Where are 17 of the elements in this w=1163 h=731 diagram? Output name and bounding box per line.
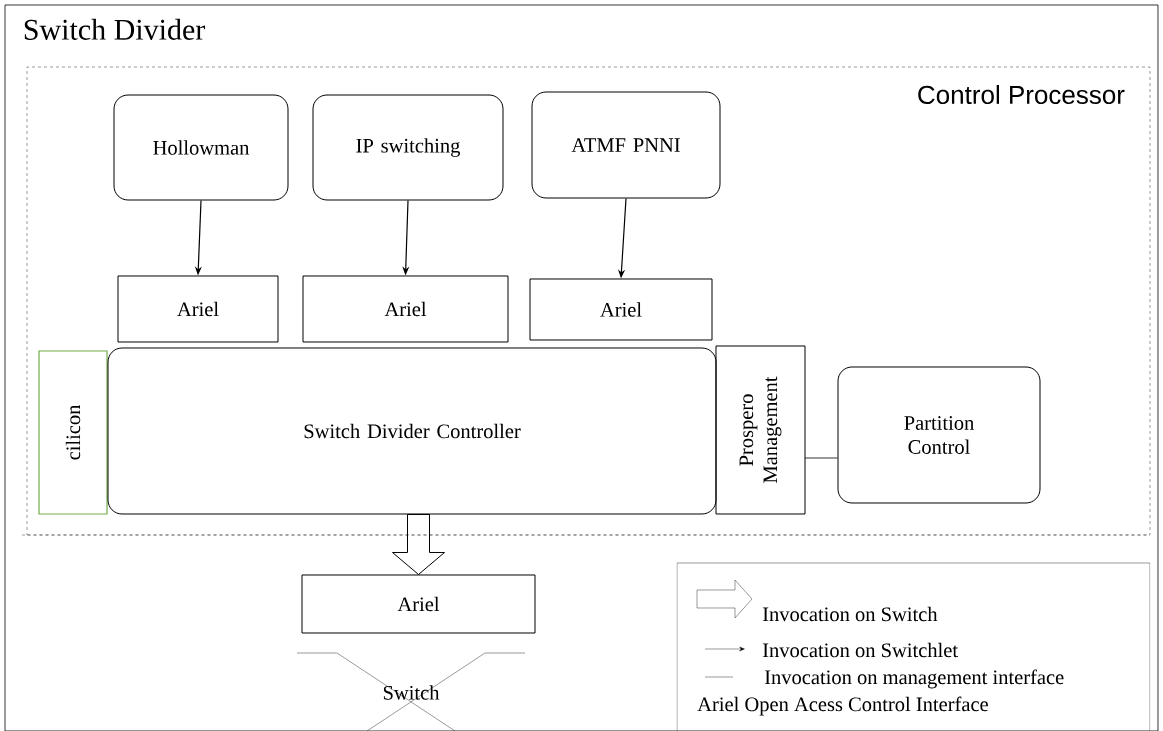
rounded-box: Hollowman	[113, 94, 289, 201]
interface-box: Ariel	[117, 275, 279, 343]
legend-text: Invocation on management interface	[764, 669, 1064, 689]
legend-text: Invocation on Switchlet	[762, 642, 958, 658]
side-box: cilicon	[38, 350, 108, 515]
rounded-box: Switch Divider Controller	[107, 347, 717, 515]
block-arrow	[392, 514, 445, 575]
interface-box: Ariel	[302, 275, 509, 343]
interface-box: Ariel	[301, 574, 536, 634]
rounded-box: IP switching	[312, 94, 504, 201]
interface-box: Ariel	[529, 278, 713, 341]
legend-text: Ariel Open Acess Control Interface	[697, 696, 988, 716]
connector-line	[804, 457, 838, 459]
rounded-box: ATMF PNNI	[531, 91, 721, 199]
legend-text: Invocation on Switch	[762, 606, 938, 622]
management-box: Prospero Management	[715, 345, 806, 515]
rounded-box: Partition Control	[837, 366, 1041, 504]
